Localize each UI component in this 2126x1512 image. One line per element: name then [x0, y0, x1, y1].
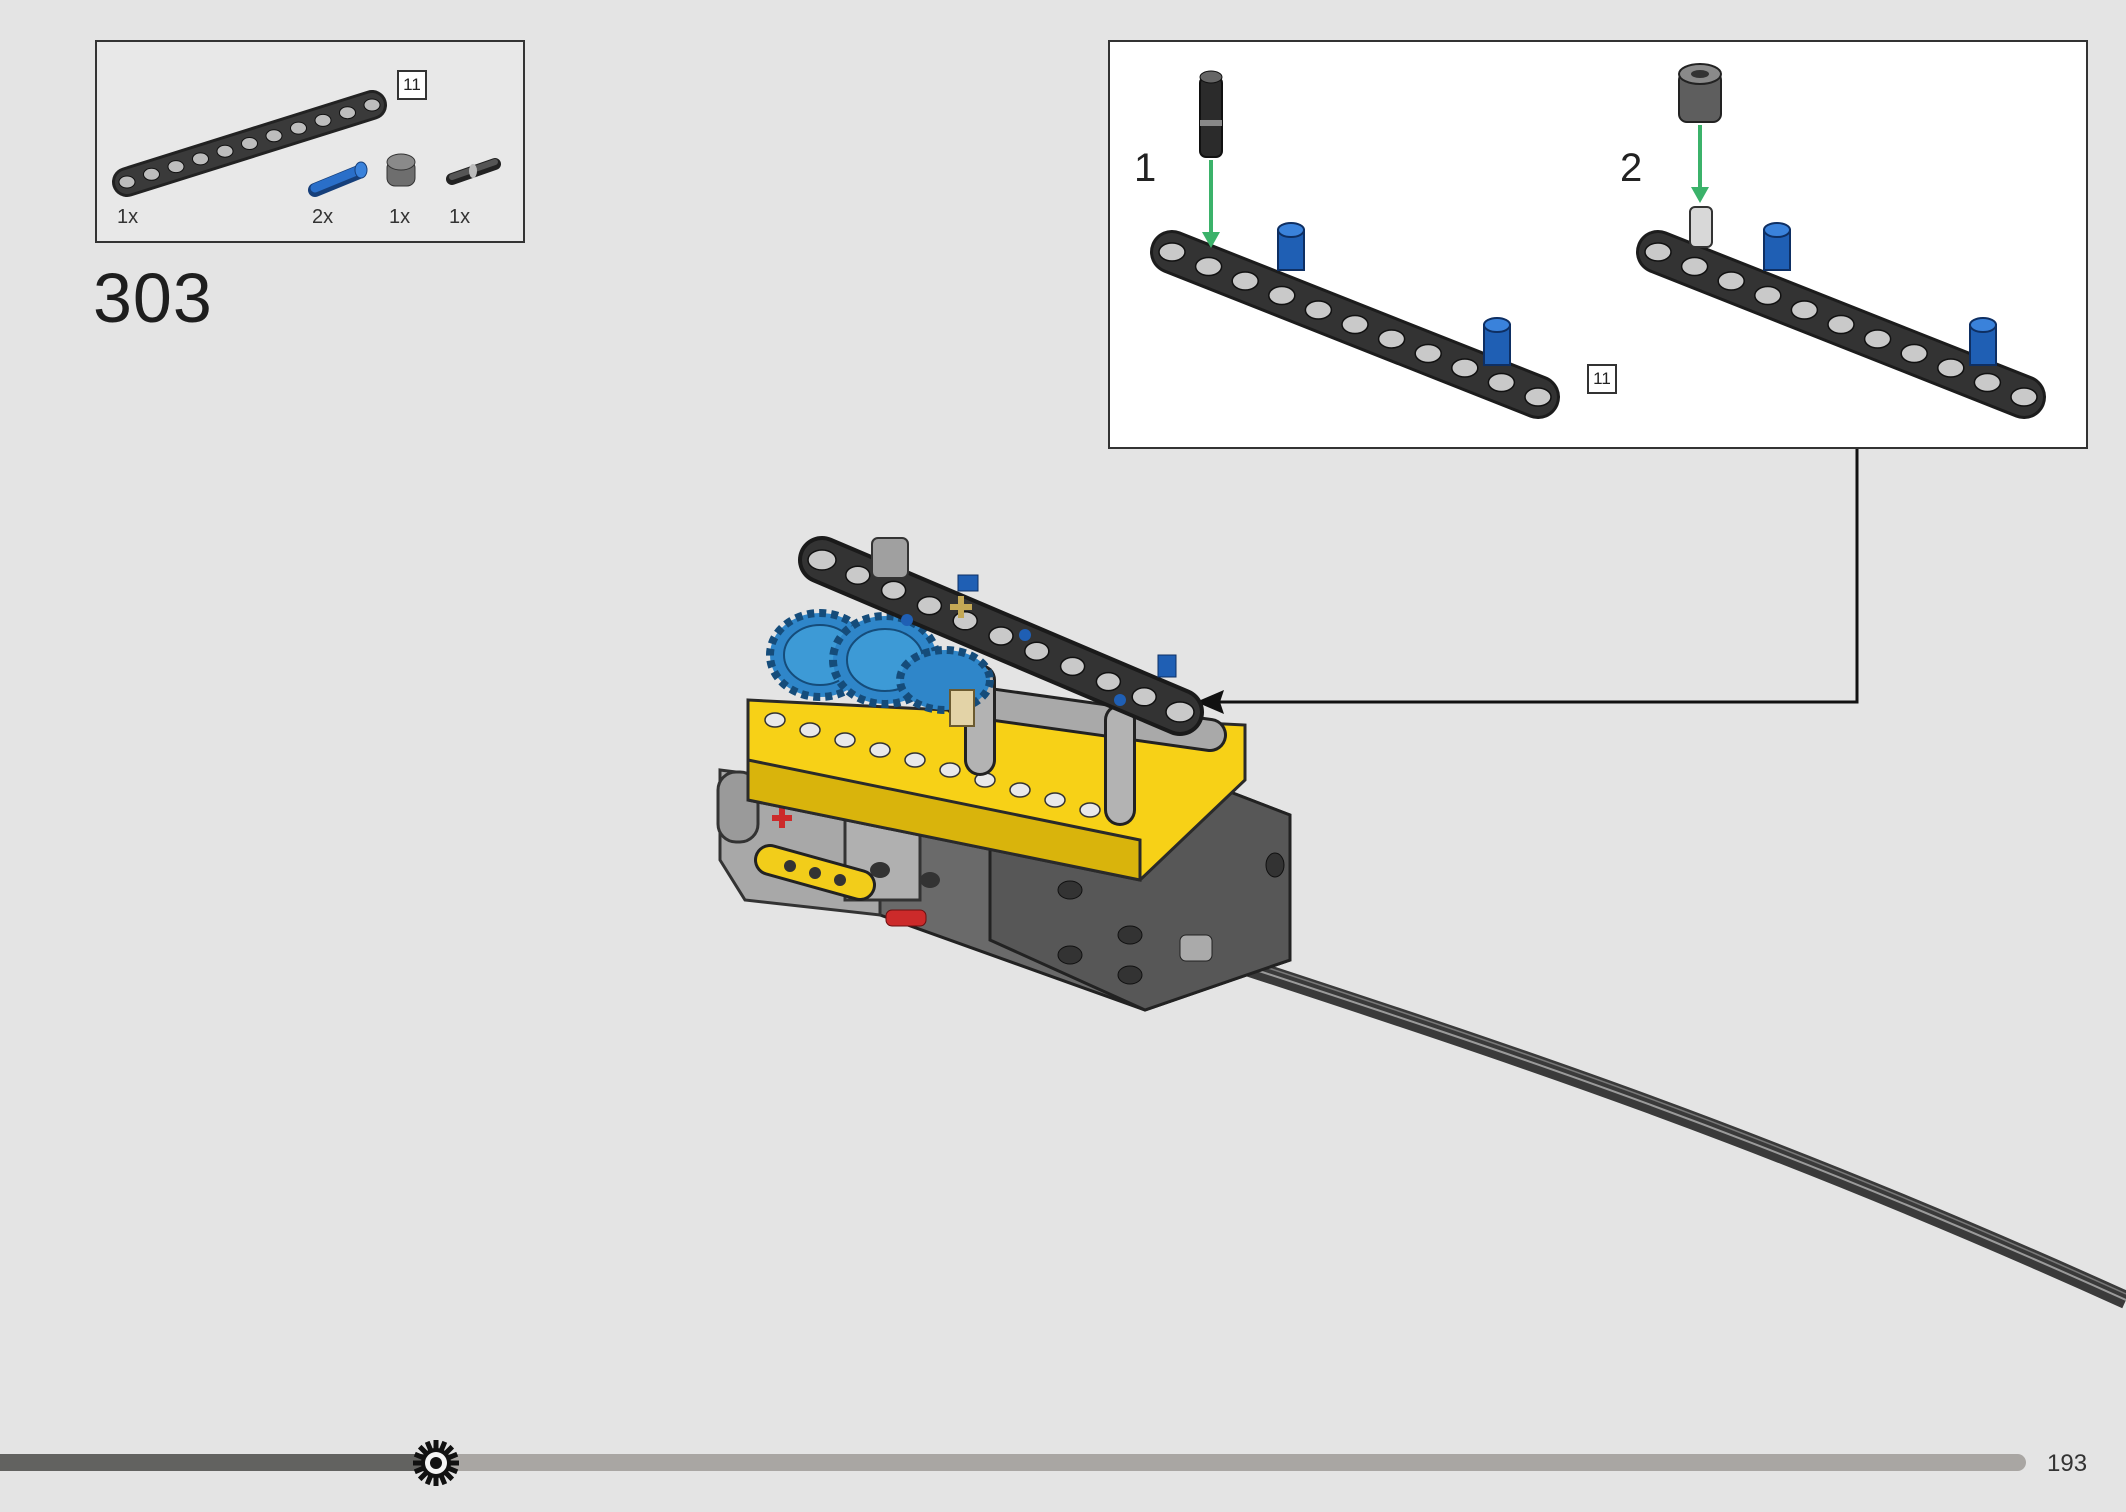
part-qty-beam: 1x — [117, 206, 139, 228]
grey-bush-top — [871, 537, 909, 579]
substep-illustration — [1150, 63, 2046, 419]
blue-axle-pin-icon — [1277, 222, 1511, 366]
black-friction-pin-icon — [446, 158, 501, 185]
black-beam-installed — [798, 536, 1204, 736]
step-number: 303 — [93, 259, 213, 337]
blue-axle-pin-icon — [308, 161, 368, 197]
part-qty-bush: 1x — [389, 206, 411, 228]
tan-cross-icon — [950, 596, 972, 618]
progress-track — [0, 1454, 2026, 1471]
dark-grey-bush-icon — [386, 153, 416, 187]
red-pin-icon — [885, 909, 927, 927]
green-arrow-icon — [1691, 125, 1709, 203]
substep-beam-length-badge: 11 — [1587, 364, 1617, 394]
black-friction-pin-icon — [1199, 70, 1223, 158]
parts-illustration — [112, 90, 501, 197]
substep-2-beam — [1636, 230, 2046, 419]
substep-2-number: 2 — [1620, 146, 1643, 190]
blue-axle-pin-icon — [1763, 222, 1997, 366]
page-number: 193 — [2047, 1450, 2088, 1477]
parts-list-box: 11 1x 2x 1x 1x — [95, 40, 525, 243]
part-qty-friction-pin: 1x — [449, 206, 471, 228]
motor-cable — [1192, 941, 2126, 1309]
black-beam-11-icon — [112, 90, 387, 197]
substep-callout-box: 1 2 11 — [1108, 40, 2088, 449]
friction-pin-installed — [1689, 206, 1713, 248]
callout-connector-line — [1216, 449, 1859, 704]
red-cross-axle-icon — [772, 808, 792, 828]
blue-axle-pin-icon — [957, 574, 1177, 678]
beam-length-badge: 11 — [397, 70, 427, 100]
callout-arrow-icon — [1196, 690, 1224, 714]
substep-1-number: 1 — [1134, 146, 1157, 190]
progress-fill — [0, 1454, 436, 1471]
progress-bar — [0, 1440, 2026, 1486]
part-qty-axle-pin: 2x — [312, 206, 334, 228]
dark-grey-bush-icon — [1678, 63, 1722, 123]
yellow-lever — [754, 844, 876, 901]
tan-axle — [949, 689, 975, 727]
substep-1-beam — [1150, 230, 1560, 419]
gear-icon — [412, 1440, 459, 1486]
green-arrow-icon — [1202, 160, 1220, 248]
